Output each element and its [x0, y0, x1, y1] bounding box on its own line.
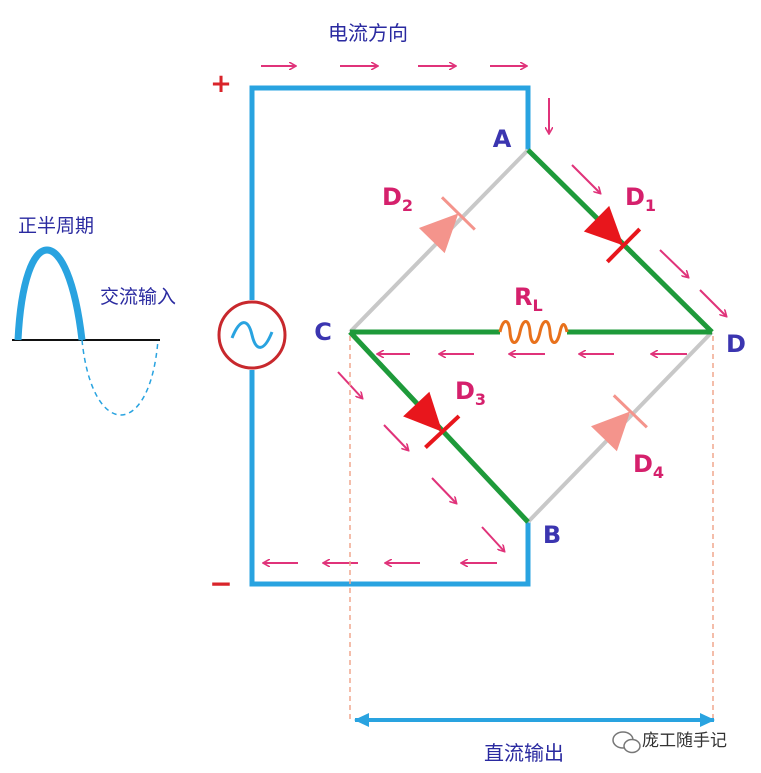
d3-label: D3	[455, 377, 486, 409]
diode-d4-icon	[590, 394, 648, 452]
minus-sign: −	[209, 567, 232, 600]
diode-d3-icon	[403, 391, 461, 449]
wechat-icon	[612, 731, 641, 754]
node-a-label: A	[493, 125, 512, 153]
source-wire-loop	[249, 85, 531, 587]
node-c-label: C	[314, 318, 332, 346]
current-direction-label: 电流方向	[328, 21, 408, 45]
d4-label: D4	[633, 450, 664, 482]
dc-output-label: 直流输出	[484, 741, 564, 765]
d2-label: D2	[382, 183, 413, 215]
positive-half-cycle-label: 正半周期	[18, 215, 94, 237]
node-d-label: D	[726, 330, 746, 358]
resistor-rl-icon	[498, 320, 569, 344]
watermark-label: 庞工随手记	[642, 731, 727, 751]
rl-label: RL	[514, 283, 543, 315]
ac-source-icon	[217, 300, 287, 370]
plus-sign: +	[210, 69, 232, 99]
path-current-arrows	[264, 98, 726, 563]
waveform-icon	[12, 246, 160, 416]
node-b-label: B	[543, 521, 561, 549]
diode-d1-icon	[583, 205, 642, 264]
diode-d2-icon	[418, 196, 476, 254]
ac-input-label: 交流输入	[100, 286, 176, 308]
d1-label: D1	[625, 183, 656, 215]
